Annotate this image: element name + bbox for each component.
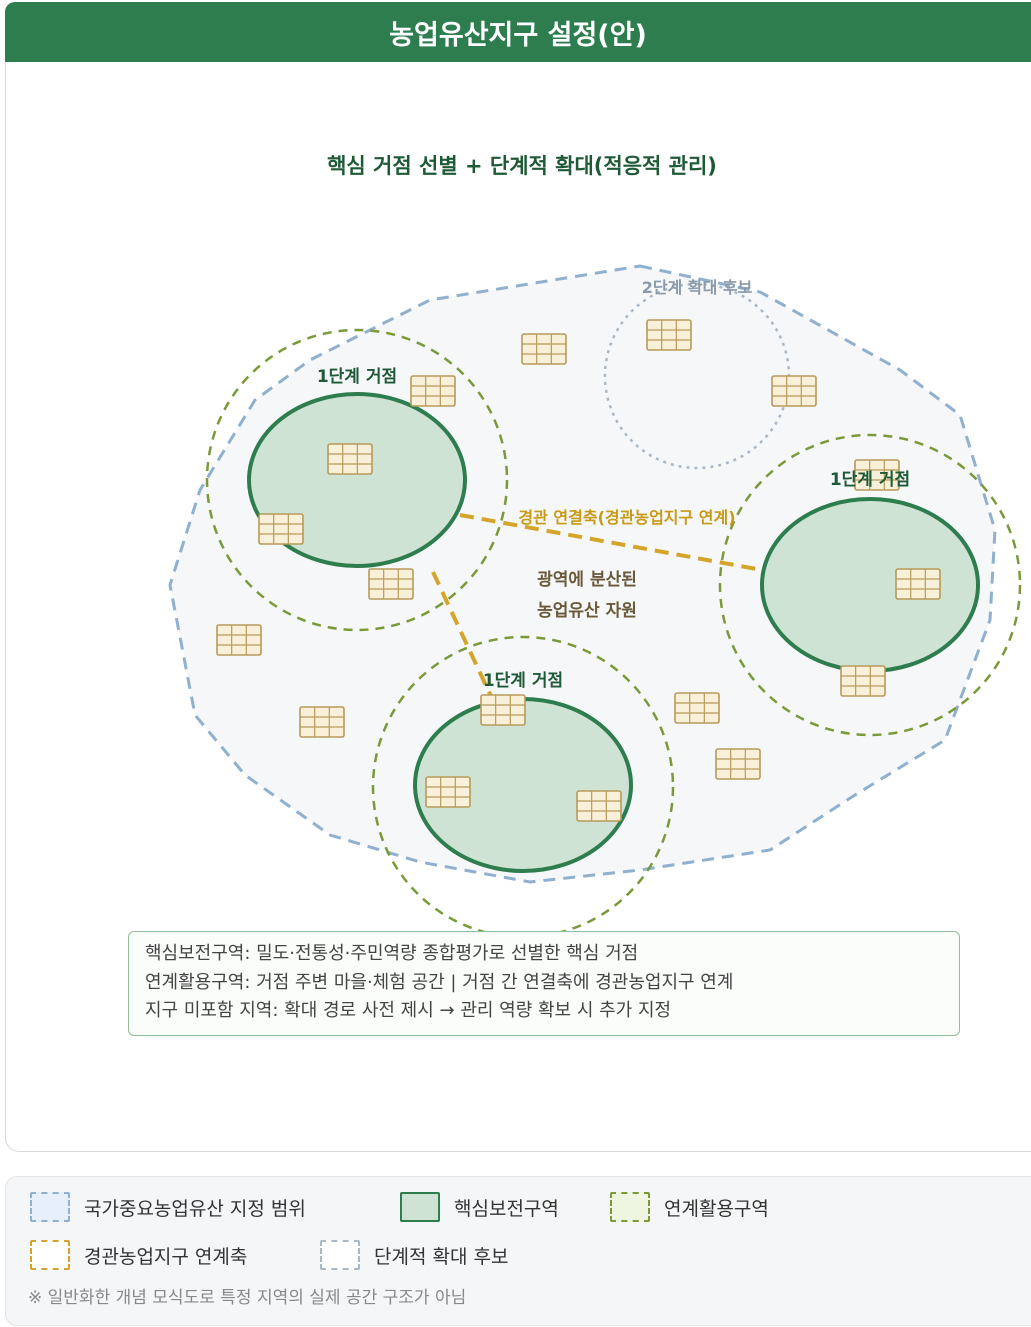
paddy-field-icon <box>771 375 817 407</box>
paddy-field-icon <box>854 459 900 491</box>
paddy-field-icon <box>715 748 761 780</box>
paddy-field-icon <box>895 568 941 600</box>
label-center-line2: 농업유산 자원 <box>537 601 637 621</box>
note-excluded-area: 지구 미포함 지역: 확대 경로 사전 제시 → 관리 역량 확보 시 추가 지… <box>145 1000 672 1021</box>
swatch-green-solid <box>400 1192 440 1222</box>
legend-footnote: ※ 일반화한 개념 모식도로 특정 지역의 실제 공간 구조가 아님 <box>28 1288 467 1308</box>
paddy-field-icon <box>646 319 692 351</box>
note-core-zone: 핵심보전구역: 밀도·전통성·주민역량 종합평가로 선별한 핵심 거점 <box>145 943 639 964</box>
legend-label: 핵심보전구역 <box>454 1197 559 1220</box>
swatch-green-dashed <box>610 1192 650 1222</box>
swatch-grey-dashed <box>320 1240 360 1270</box>
legend-core-conservation: 핵심보전구역 <box>400 1192 559 1222</box>
core-zone-right <box>760 497 980 673</box>
legend-label: 국가중요농업유산 지정 범위 <box>84 1197 306 1220</box>
landscape-axis-horizontal <box>459 513 763 572</box>
paddy-field-icon <box>368 568 414 600</box>
paddy-field-icon <box>327 443 373 475</box>
label-center-line1: 광역에 분산된 <box>537 570 637 590</box>
diagram-subtitle: 핵심 거점 선별 + 단계적 확대(적응적 관리) <box>327 154 717 178</box>
paddy-field-icon <box>216 624 262 656</box>
linked-use-ring-right <box>718 433 1022 737</box>
legend-landscape-axis: 경관농업지구 연계축 <box>30 1240 247 1270</box>
paddy-field-icon <box>840 665 886 697</box>
legend-label: 연계활용구역 <box>664 1197 769 1220</box>
legend-label: 단계적 확대 후보 <box>374 1245 509 1268</box>
paddy-field-icon <box>674 692 720 724</box>
paddy-field-icon <box>258 513 304 545</box>
legend-panel <box>5 1176 1031 1326</box>
legend-label: 경관농업지구 연계축 <box>84 1245 248 1268</box>
legend-expansion-candidate: 단계적 확대 후보 <box>320 1240 508 1270</box>
legend-national-heritage-range: 국가중요농업유산 지정 범위 <box>30 1192 306 1222</box>
paddy-field-icons <box>216 319 941 822</box>
label-core-right: 1단계 거점 <box>830 470 910 490</box>
page-title: 농업유산지구 설정(안) <box>389 19 647 51</box>
notes-box: 핵심보전구역: 밀도·전통성·주민역량 종합평가로 선별한 핵심 거점 연계활용… <box>128 931 960 1036</box>
paddy-field-icon <box>576 790 622 822</box>
paddy-field-icon <box>521 333 567 365</box>
paddy-field-icon <box>410 375 456 407</box>
label-landscape-axis: 경관 연결축(경관농업지구 연계) <box>518 508 735 527</box>
swatch-gold-dashed <box>30 1240 70 1270</box>
paddy-field-icon <box>480 694 526 726</box>
label-core-left: 1단계 거점 <box>317 367 397 387</box>
paddy-field-icon <box>425 776 471 808</box>
paddy-field-icon <box>299 706 345 738</box>
swatch-blue-dashed <box>30 1192 70 1222</box>
linked-use-ring-left <box>205 328 509 632</box>
legend-linked-use: 연계활용구역 <box>610 1192 769 1222</box>
linked-use-ring-bottom <box>371 635 675 939</box>
label-core-bottom: 1단계 거점 <box>483 671 563 691</box>
header-title-bar: 농업유산지구 설정(안) <box>5 2 1031 62</box>
label-phase2-candidate: 2단계 확대 후보 <box>642 278 753 297</box>
note-linked-zone: 연계활용구역: 거점 주변 마을·체험 공간 | 거점 간 연결축에 경관농업지… <box>145 971 734 993</box>
